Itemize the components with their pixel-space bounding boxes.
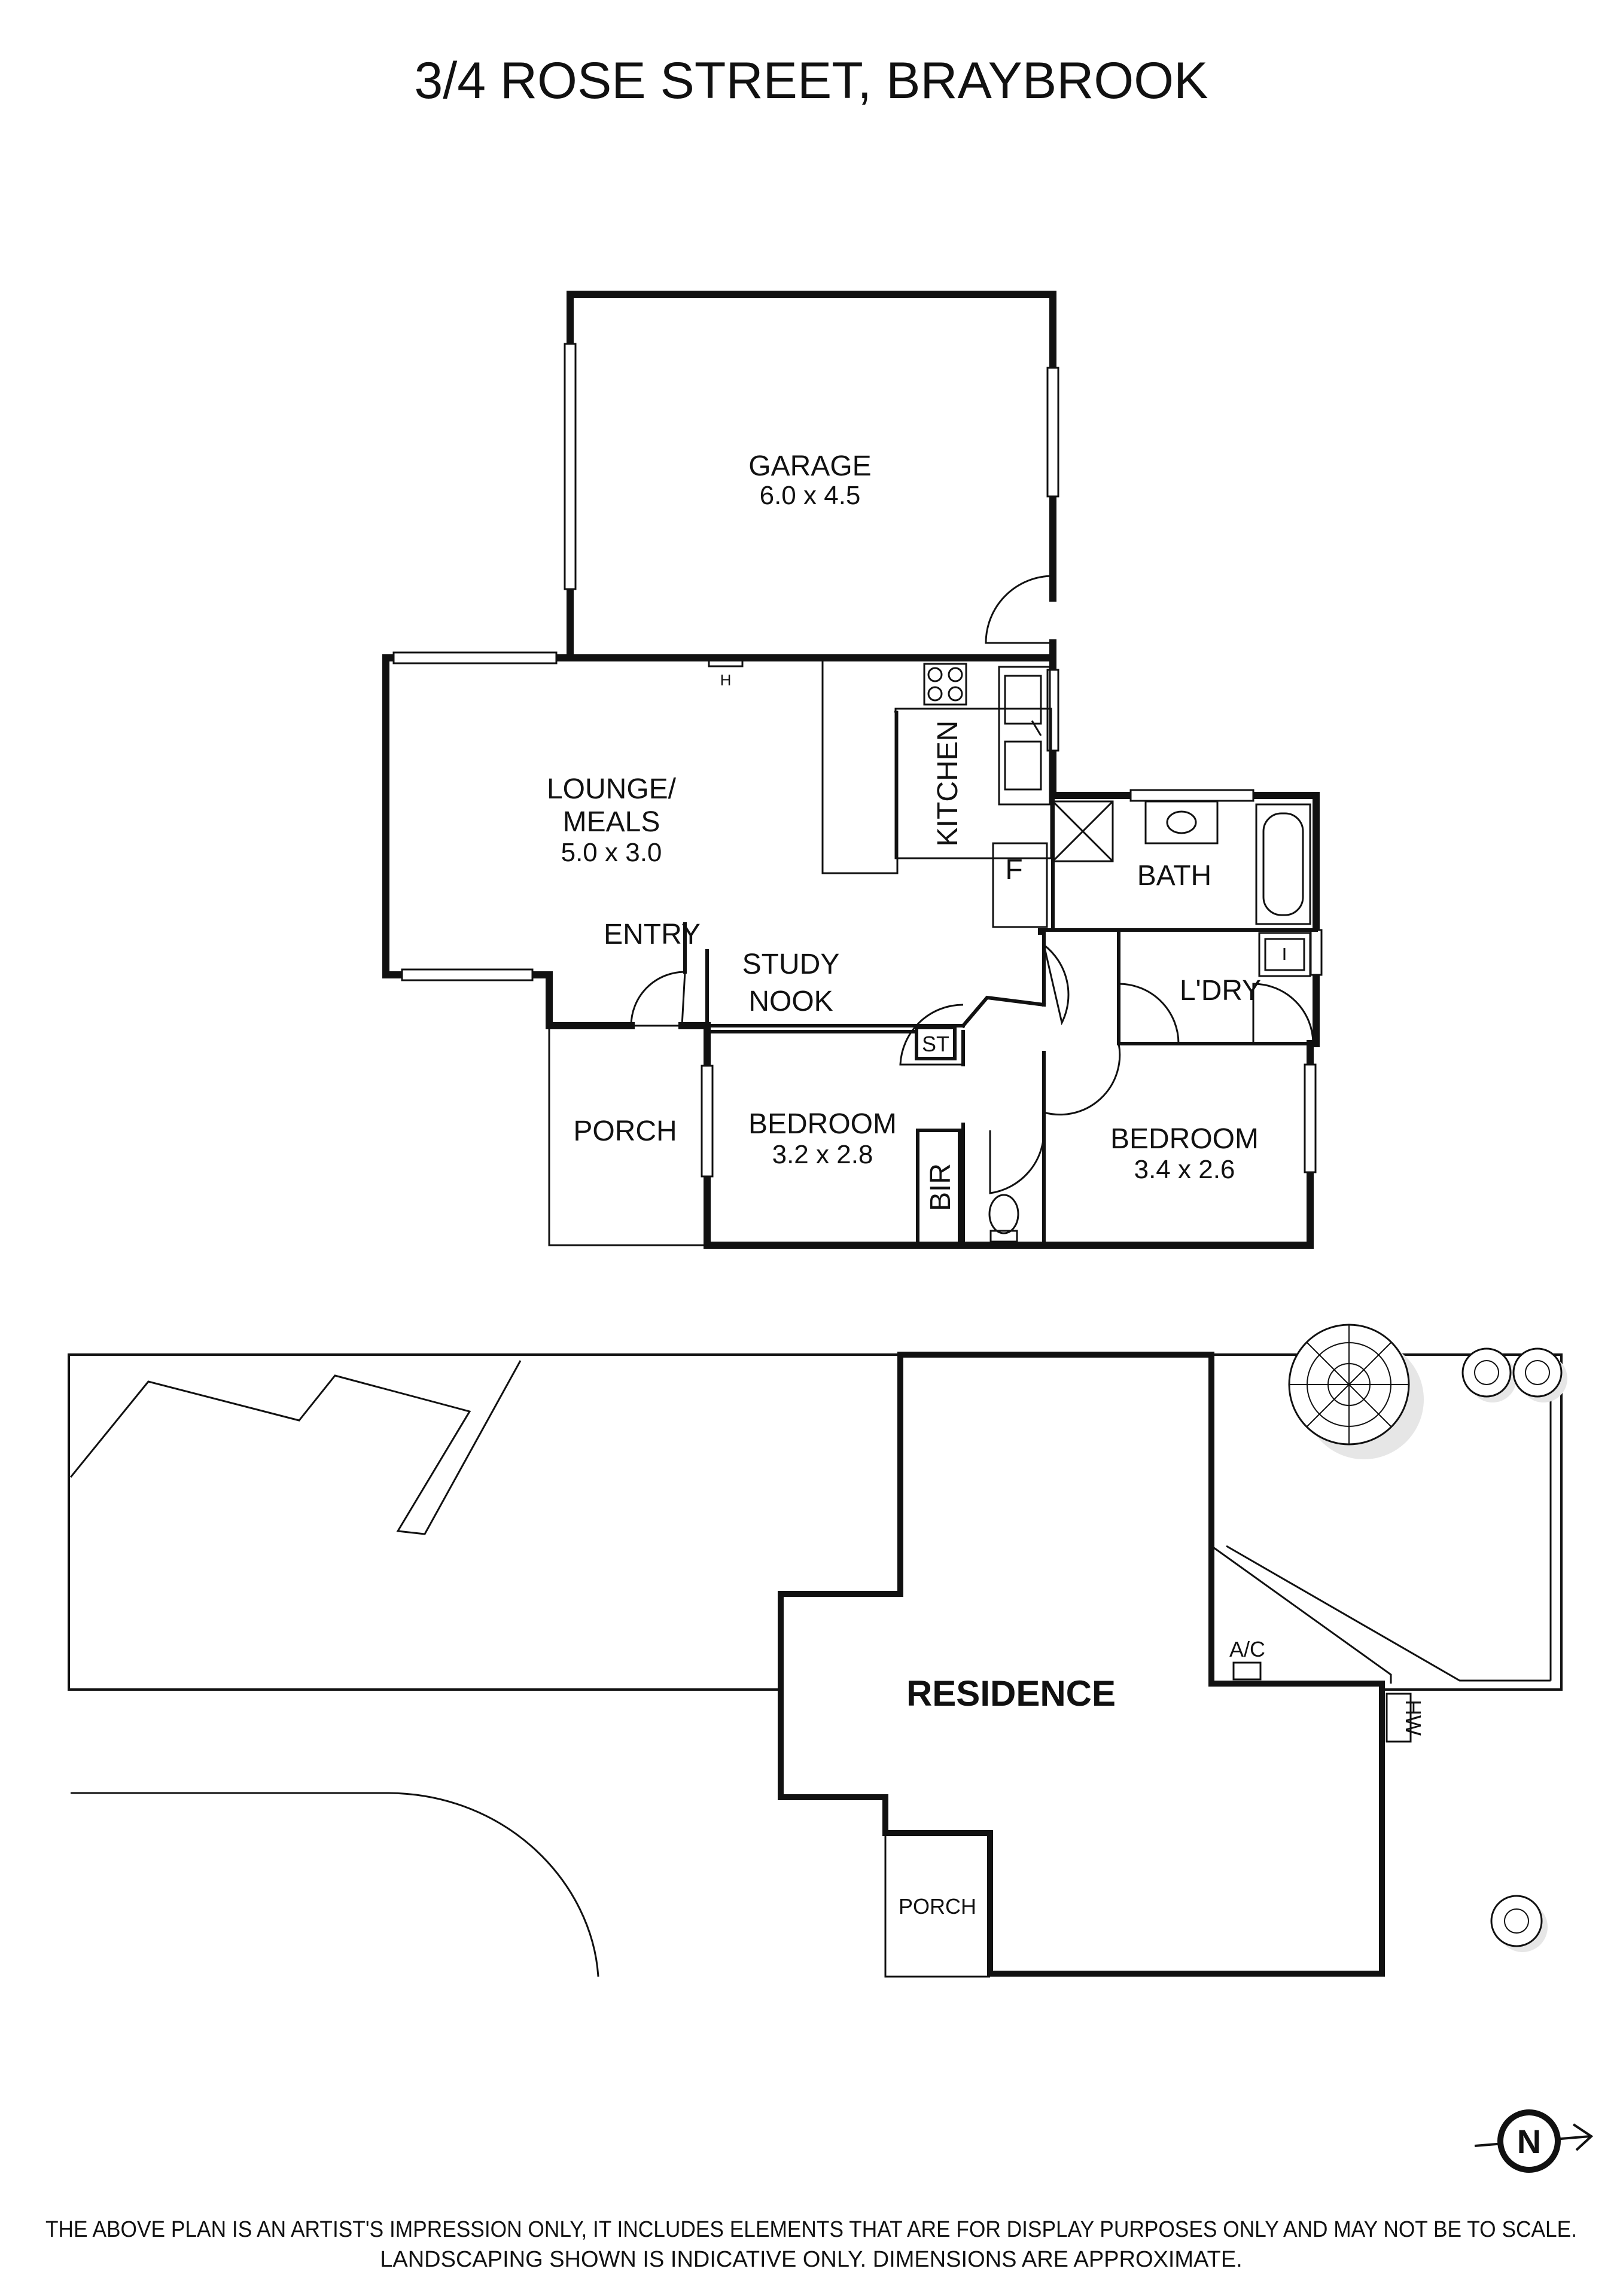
hw-label: HW bbox=[1401, 1700, 1426, 1736]
bedroom2-window bbox=[1304, 1063, 1317, 1173]
lounge-dims: 5.0 x 3.0 bbox=[561, 838, 662, 867]
kitchen-bench bbox=[894, 708, 1052, 859]
toilet-door bbox=[989, 1130, 1045, 1194]
porch-label: PORCH bbox=[573, 1115, 677, 1147]
store-cupboard bbox=[915, 1026, 957, 1060]
site-residence-label: RESIDENCE bbox=[906, 1673, 1116, 1713]
lounge-window-bottom bbox=[401, 968, 534, 981]
heater-label: H bbox=[720, 671, 732, 689]
laundry-door bbox=[1252, 983, 1314, 1044]
bir-label: BIR bbox=[925, 1163, 957, 1211]
entry-label: ENTRY bbox=[604, 919, 701, 950]
lounge-label-2: MEALS bbox=[563, 806, 660, 838]
kitchen-label: KITCHEN bbox=[932, 721, 964, 847]
bedroom1-dims: 3.2 x 2.8 bbox=[772, 1140, 873, 1169]
north-compass-icon: N bbox=[1474, 2109, 1594, 2173]
compass-label: N bbox=[1517, 2123, 1541, 2160]
bath-window bbox=[1129, 789, 1254, 802]
hall-door bbox=[1043, 944, 1070, 1026]
site-residence-outline bbox=[778, 1352, 1385, 1977]
hw-unit bbox=[1386, 1693, 1412, 1743]
study-label-1: STUDY bbox=[742, 949, 840, 980]
side-path-lines-2 bbox=[1226, 1545, 1551, 1682]
laundry-tub bbox=[1258, 932, 1311, 977]
laundry-walls bbox=[1051, 928, 1120, 1045]
bedroom1-door bbox=[899, 1004, 964, 1066]
lounge-label-1: LOUNGE/ bbox=[547, 773, 677, 805]
built-in-robe bbox=[916, 1129, 961, 1246]
kitchen-sink bbox=[998, 666, 1051, 806]
porch-outline bbox=[548, 1026, 707, 1246]
fridge-space bbox=[992, 842, 1048, 928]
bedroom1-window bbox=[701, 1065, 714, 1178]
ac-unit bbox=[1232, 1661, 1262, 1681]
heater-unit bbox=[708, 658, 744, 667]
laundry-label: L'DRY bbox=[1180, 975, 1261, 1007]
bedroom2-door bbox=[1043, 1043, 1121, 1116]
driveway-path bbox=[69, 1360, 522, 1535]
laundry-door-left bbox=[1117, 983, 1180, 1044]
bathtub bbox=[1255, 803, 1311, 925]
laundry-window bbox=[1310, 929, 1323, 976]
garage-dims: 6.0 x 4.5 bbox=[760, 481, 861, 510]
bath-basin bbox=[1144, 800, 1219, 844]
house-floor-plan: ST BIR bbox=[382, 291, 1323, 1249]
bedroom1-label: BEDROOM bbox=[748, 1108, 897, 1140]
site-porch-outline bbox=[884, 1833, 990, 1978]
shower-fixture bbox=[1052, 800, 1114, 862]
bedroom2-label: BEDROOM bbox=[1110, 1123, 1259, 1155]
entry-door bbox=[630, 971, 686, 1027]
large-tree-icon bbox=[1288, 1324, 1424, 1459]
cooktop bbox=[923, 663, 967, 706]
shrub-icon-1 bbox=[1461, 1347, 1517, 1402]
store-label: ST bbox=[922, 1032, 949, 1056]
site-plan: A/C HW RESIDENCE bbox=[68, 1324, 1567, 1978]
disclaimer-line-2: LANDSCAPING SHOWN IS INDICATIVE ONLY. DI… bbox=[380, 2247, 1242, 2272]
kitchen-island bbox=[821, 658, 899, 874]
shrub-icon-2 bbox=[1512, 1347, 1567, 1402]
shrub-icon-3 bbox=[1490, 1895, 1548, 1952]
garage-label: GARAGE bbox=[748, 450, 871, 482]
study-label-2: NOOK bbox=[748, 986, 833, 1017]
bedroom2-dims: 3.4 x 2.6 bbox=[1134, 1155, 1235, 1184]
garage-door-opening bbox=[564, 343, 577, 590]
lawn-curve bbox=[71, 1792, 599, 1977]
garage-window-right bbox=[1046, 367, 1059, 498]
plan-title: 3/4 ROSE STREET, BRAYBROOK bbox=[415, 52, 1208, 109]
garage-internal-door bbox=[985, 575, 1053, 644]
site-porch-label: PORCH bbox=[899, 1894, 976, 1919]
bath-label: BATH bbox=[1137, 860, 1211, 892]
toilet-fixture bbox=[988, 1194, 1019, 1243]
fridge-label: F bbox=[1005, 854, 1022, 886]
side-path-lines bbox=[1211, 1545, 1392, 1684]
hall-wall-left bbox=[960, 995, 1046, 1029]
hall-wall-right bbox=[1038, 928, 1055, 1007]
disclaimer-line-1: THE ABOVE PLAN IS AN ARTIST'S IMPRESSION… bbox=[45, 2217, 1577, 2242]
ac-label: A/C bbox=[1229, 1637, 1265, 1661]
lounge-window-top bbox=[392, 651, 558, 664]
